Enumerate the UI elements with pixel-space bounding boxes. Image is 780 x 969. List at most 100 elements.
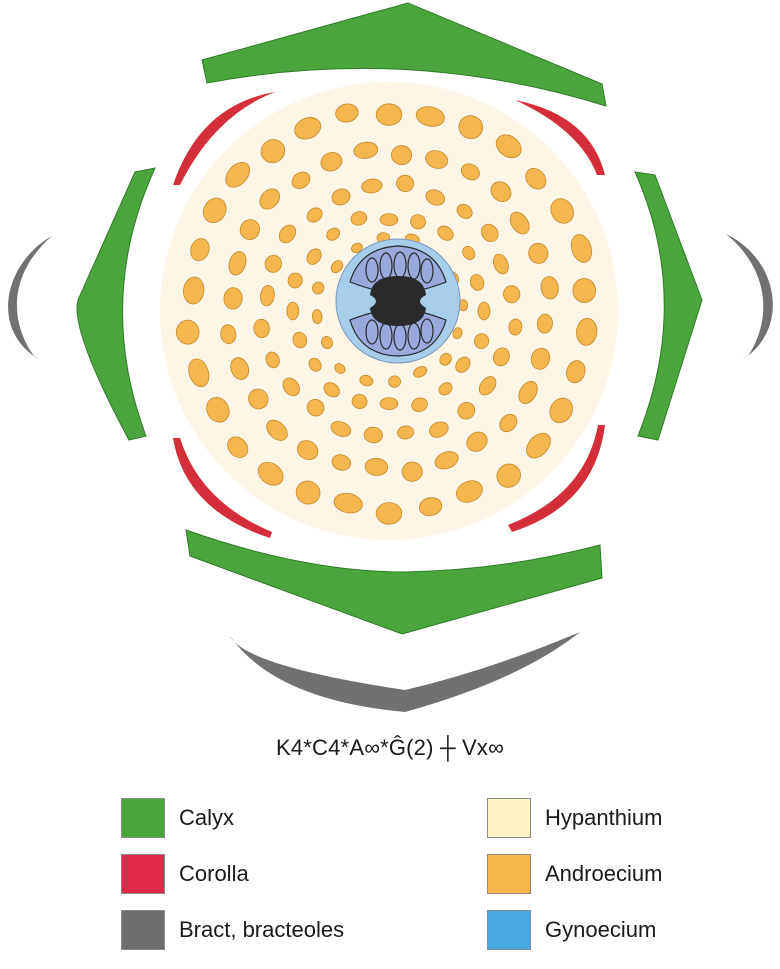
stamen	[333, 492, 363, 514]
legend-swatch-hypanthium	[487, 798, 531, 838]
stamen	[439, 352, 452, 366]
legend-item-bract: Bract, bracteoles	[121, 910, 344, 950]
stamen	[525, 168, 547, 190]
stamen	[570, 234, 593, 263]
legend-swatch-bract	[121, 910, 165, 950]
stamen	[566, 360, 586, 384]
stamen	[278, 224, 297, 244]
stamen	[334, 363, 346, 374]
gynoecium	[335, 238, 461, 364]
stamen	[359, 374, 374, 387]
legend-swatch-corolla	[121, 854, 165, 894]
stamen	[536, 313, 553, 334]
stamen	[296, 440, 319, 461]
stamen	[478, 376, 497, 396]
stamen	[496, 463, 521, 488]
stamen	[266, 419, 288, 441]
stamen	[396, 174, 415, 193]
sepal-left	[76, 167, 156, 441]
stamen	[518, 380, 538, 404]
stamen	[455, 480, 483, 503]
stamen	[206, 397, 230, 423]
stamen	[203, 197, 227, 224]
stamen	[330, 260, 344, 274]
stamen	[549, 397, 573, 424]
stamen	[306, 248, 322, 265]
stamen	[330, 421, 352, 437]
placenta	[370, 276, 426, 326]
stamen	[259, 188, 281, 210]
stamen	[550, 198, 574, 224]
stamen	[351, 393, 368, 409]
stamen	[190, 238, 210, 262]
legend-label-calyx: Calyx	[179, 805, 235, 830]
stamen	[260, 284, 275, 307]
stamen	[379, 213, 399, 227]
stamen	[429, 421, 449, 438]
stamen	[350, 211, 368, 226]
stamen	[223, 287, 243, 310]
stamen	[418, 497, 443, 517]
stamen	[306, 398, 325, 417]
stamen	[455, 356, 471, 373]
stamen	[230, 357, 250, 380]
legend-item-gynoecium: Gynoecium	[487, 910, 656, 950]
stamen	[503, 285, 521, 304]
stamen	[425, 150, 449, 169]
stamen	[282, 377, 300, 397]
stamen	[239, 219, 261, 240]
stamen	[530, 347, 551, 370]
stamen	[351, 242, 363, 254]
bracteole-left	[8, 236, 52, 360]
legend-label-hypanthium: Hypanthium	[545, 805, 663, 830]
stamen	[264, 254, 282, 273]
stamen	[188, 358, 210, 388]
legend-item-androecium: Androecium	[487, 854, 662, 894]
stamen	[458, 115, 484, 140]
legend-item-corolla: Corolla	[121, 854, 249, 894]
sepal-top	[201, 2, 607, 107]
stamen	[492, 347, 510, 367]
stamen	[227, 436, 249, 458]
stamen	[379, 397, 399, 411]
stamen	[411, 397, 428, 413]
stamen	[474, 333, 490, 349]
stamen	[477, 301, 491, 321]
stamen	[335, 103, 359, 123]
bract-bottom	[230, 632, 580, 712]
petal-bottom-right	[508, 425, 605, 532]
legend-swatch-gynoecium	[487, 910, 531, 950]
stamen	[183, 276, 205, 305]
stamen	[294, 117, 322, 140]
stamen	[364, 457, 389, 476]
stamen	[326, 227, 341, 241]
stamen	[469, 274, 485, 291]
stamen	[257, 461, 284, 486]
stamen	[311, 309, 323, 325]
stamen	[225, 161, 251, 188]
stamen	[438, 382, 453, 396]
stamen	[331, 188, 351, 206]
stamen	[413, 366, 428, 378]
petal-bottom-left	[173, 438, 272, 538]
stamen	[452, 327, 463, 340]
stamen	[425, 189, 446, 206]
legend-item-hypanthium: Hypanthium	[487, 798, 662, 838]
stamen	[434, 451, 459, 470]
sepal-right	[634, 171, 703, 441]
stamen	[499, 413, 518, 433]
floral-formula: K4*C4*A∞*Ĝ(2) ┼ Vx∞	[275, 735, 505, 760]
stamen	[397, 425, 415, 440]
stamen	[292, 331, 308, 349]
stamen	[457, 401, 476, 420]
stamen	[528, 242, 549, 264]
stamen	[492, 253, 509, 275]
stamen	[265, 351, 280, 369]
stamen	[480, 223, 499, 243]
stamen	[306, 207, 323, 223]
legend-label-androecium: Androecium	[545, 861, 663, 886]
stamen	[253, 318, 270, 339]
legend-label-corolla: Corolla	[179, 861, 249, 886]
stamen	[361, 178, 383, 194]
bracteole-right	[726, 234, 773, 360]
